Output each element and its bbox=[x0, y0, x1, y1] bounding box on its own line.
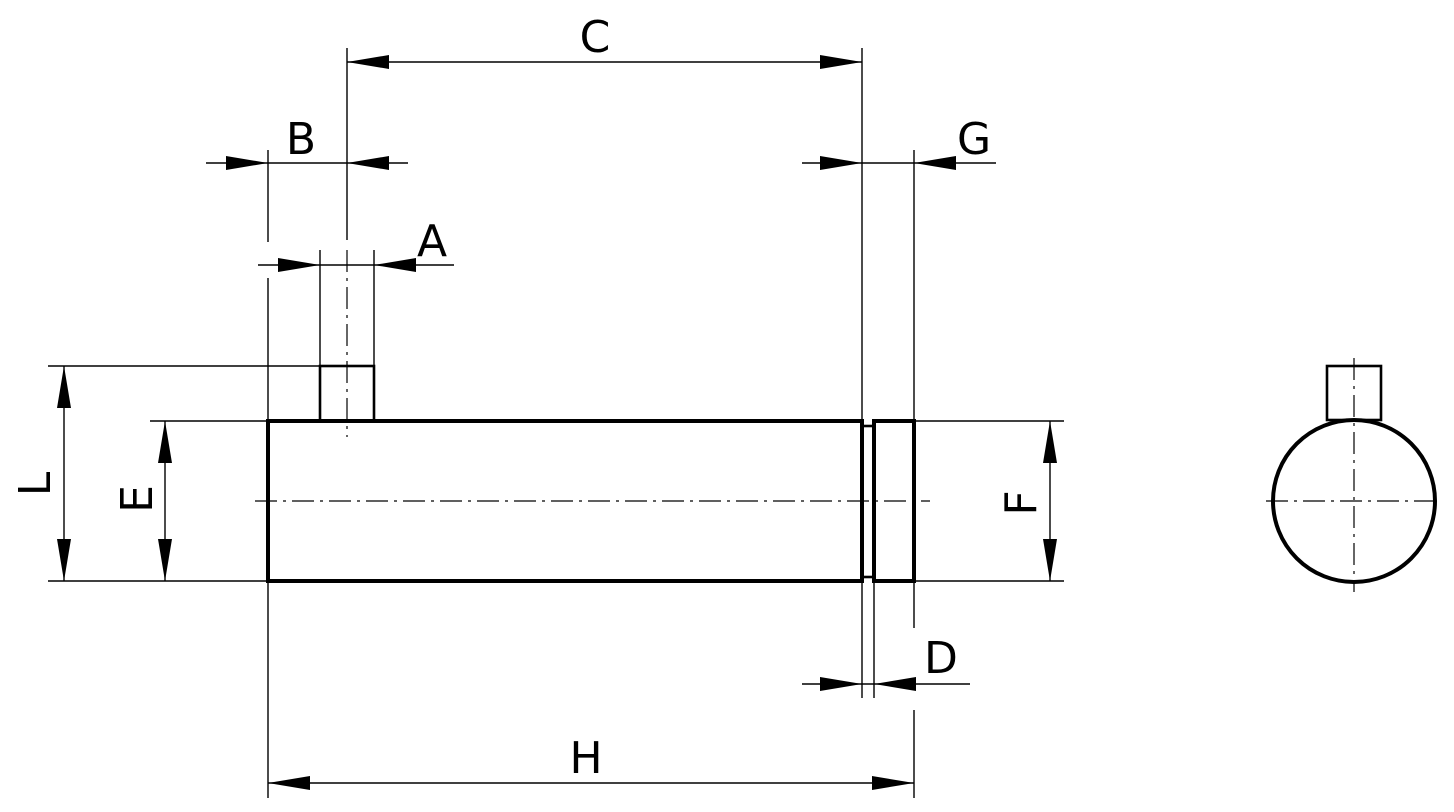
dimension-g bbox=[802, 156, 996, 170]
label-g: G bbox=[957, 114, 991, 165]
label-b: B bbox=[286, 114, 316, 165]
extension-lines bbox=[48, 48, 1064, 798]
dimension-c bbox=[347, 55, 862, 69]
label-d: D bbox=[924, 633, 958, 684]
dimension-h bbox=[268, 776, 914, 790]
label-e: E bbox=[112, 485, 163, 513]
label-h: H bbox=[569, 733, 602, 784]
end-view bbox=[1266, 358, 1442, 592]
dimension-d bbox=[802, 677, 970, 691]
label-c: C bbox=[580, 12, 611, 63]
label-a: A bbox=[417, 216, 447, 267]
label-f: F bbox=[996, 490, 1047, 515]
dimension-e bbox=[158, 421, 172, 581]
label-l: L bbox=[10, 471, 61, 496]
dimension-a bbox=[258, 258, 454, 272]
dimension-f bbox=[1043, 421, 1057, 581]
dimension-l bbox=[57, 366, 71, 581]
dimension-b bbox=[206, 156, 408, 170]
side-view bbox=[255, 250, 930, 583]
